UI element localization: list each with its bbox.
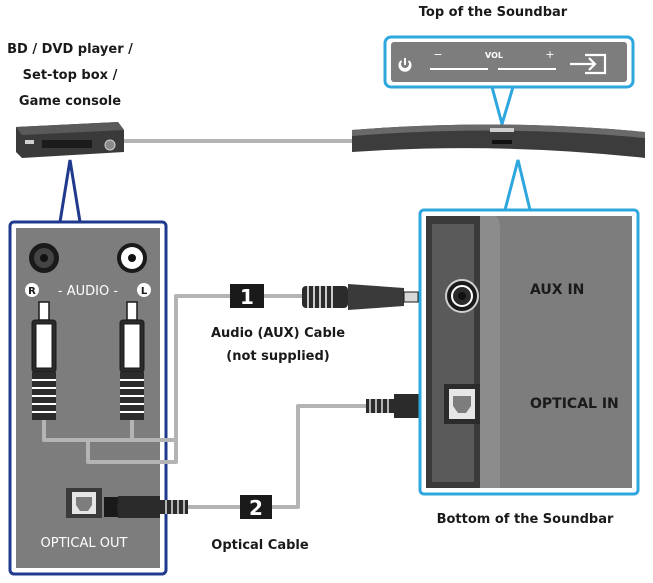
power-icon	[398, 58, 412, 72]
rca-plug-right	[31, 301, 57, 420]
rca-jack-left	[117, 243, 147, 273]
audio-label: - AUDIO -	[58, 284, 118, 299]
marker-aux: 1	[230, 284, 264, 309]
marker-aux-number: 1	[240, 285, 254, 309]
aux-cable-label-line2: (not supplied)	[226, 349, 330, 364]
source-device-label-line3: Game console	[18, 94, 122, 109]
soundbar-top-panel: − VOL +	[383, 35, 635, 130]
left-channel-badge	[137, 283, 151, 297]
left-channel-letter: L	[141, 286, 148, 297]
soundbar	[352, 124, 645, 158]
optical-out-port	[66, 488, 102, 518]
input-source-icon	[570, 53, 607, 75]
source-device-label-line2: Set-top box /	[22, 68, 118, 83]
rca-jack-right	[29, 243, 59, 273]
aux-cable	[42, 294, 302, 464]
aux-cable-label-line1: Audio (AUX) Cable	[210, 326, 346, 341]
optical-in-label: OPTICAL IN	[530, 396, 619, 412]
volume-plus-label: +	[545, 48, 554, 61]
optical-out-label: OPTICAL OUT	[41, 536, 128, 551]
aux-in-label: AUX IN	[530, 282, 584, 298]
volume-minus-label: −	[433, 48, 442, 61]
optical-cable-label: Optical Cable	[211, 538, 309, 553]
source-device-label-line1: BD / DVD player /	[7, 42, 133, 57]
marker-optical: 2	[240, 495, 272, 520]
rca-plug-left	[119, 301, 145, 420]
source-connector-panel: R - AUDIO - L	[8, 159, 168, 576]
source-device	[16, 122, 124, 158]
marker-optical-number: 2	[249, 496, 263, 520]
optical-plug-source	[104, 496, 188, 518]
volume-label: VOL	[485, 51, 503, 60]
aux-plug	[302, 284, 433, 310]
optical-in-port	[444, 384, 480, 424]
aux-in-jack	[445, 279, 479, 313]
soundbar-bottom-panel: AUX IN OPTICAL IN	[418, 159, 640, 496]
bottom-of-soundbar-label: Bottom of the Soundbar	[436, 512, 614, 527]
right-channel-badge	[25, 283, 39, 297]
optical-cable	[188, 404, 366, 509]
top-of-soundbar-label: Top of the Soundbar	[418, 5, 568, 20]
right-channel-letter: R	[28, 286, 36, 297]
